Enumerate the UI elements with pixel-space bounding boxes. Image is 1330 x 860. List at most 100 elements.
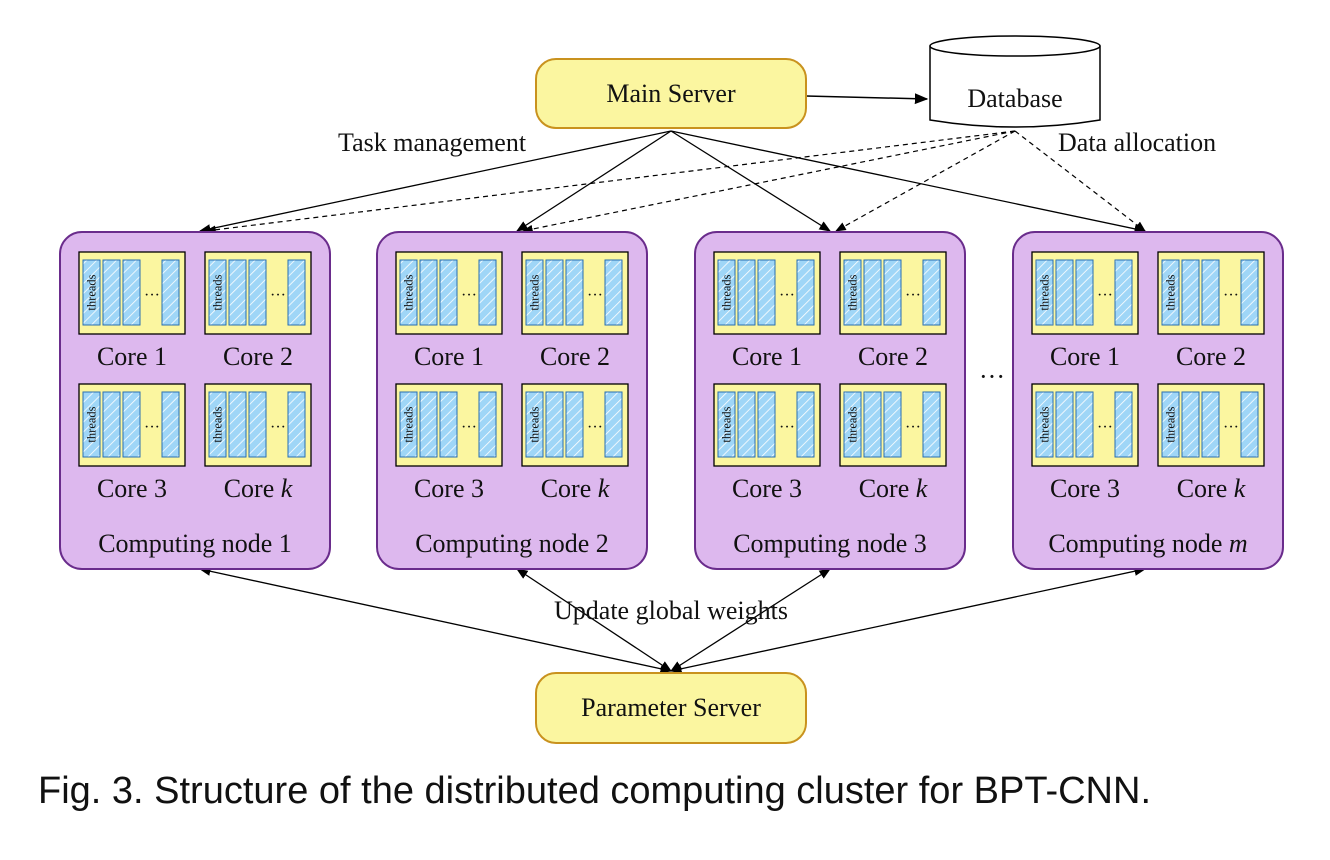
thread-bar [863, 391, 882, 458]
core-label: Core 2 [540, 342, 610, 371]
thread-bar [419, 391, 438, 458]
threads-ellipsis: ··· [1223, 419, 1239, 436]
core-label-text: Core [1177, 474, 1234, 503]
node-label: Computing node 2 [415, 529, 609, 558]
thread-bar [883, 259, 902, 326]
core-2: threads···Core 2 [204, 251, 312, 371]
thread-bar [1161, 259, 1180, 326]
core-4: threads···Core k [839, 383, 947, 503]
thread-bar [1181, 259, 1200, 326]
data-allocation-label: Data allocation [1058, 128, 1216, 157]
threads-label: threads [1038, 274, 1052, 310]
thread-bar [796, 259, 815, 326]
core-label: Core 1 [414, 342, 484, 371]
thread-bar [287, 391, 306, 458]
node-label: Computing node 1 [98, 529, 292, 558]
thread-bar [757, 259, 776, 326]
core-label: Core 3 [1050, 474, 1120, 503]
thread-bar [439, 259, 458, 326]
threads-ellipsis: ··· [905, 287, 921, 304]
data-arrow-1 [204, 130, 1016, 235]
thread-bar [1055, 259, 1074, 326]
thread-bar [439, 391, 458, 458]
core-4: threads···Core k [1157, 383, 1265, 503]
threads-ellipsis: ··· [461, 419, 477, 436]
thread-bar [565, 259, 584, 326]
core-label-text: Core [541, 474, 598, 503]
threads-ellipsis: ··· [144, 287, 160, 304]
thread-bar [922, 391, 941, 458]
core-label: Core 1 [732, 342, 802, 371]
thread-bar [604, 259, 623, 326]
core-label-text: Core 1 [1050, 342, 1120, 371]
thread-bar [82, 391, 101, 458]
core-2: threads ··· Core 2 [839, 251, 947, 371]
core-label: Core 2 [223, 342, 293, 371]
core-1: threads···Core 1 [78, 251, 186, 371]
core-1: threads ··· Core 1 [713, 251, 821, 371]
task-arrow-3 [670, 130, 831, 232]
threads-ellipsis: ··· [461, 287, 477, 304]
thread-bar [248, 259, 267, 326]
thread-bar [1240, 391, 1259, 458]
node-label: Computing node m [1048, 529, 1247, 558]
core-label-text: Core 3 [414, 474, 484, 503]
core-label: Core k [541, 474, 610, 503]
thread-bar [545, 391, 564, 458]
core-1: threads···Core 1 [395, 251, 503, 371]
threads-label: threads [1038, 406, 1052, 442]
main-server: Main Server [535, 58, 807, 129]
core-label-text: Core 1 [732, 342, 802, 371]
core-label-text: Core [224, 474, 281, 503]
thread-bar [102, 259, 121, 326]
data-arrow-4 [1014, 130, 1146, 232]
task-arrow-4 [670, 130, 1147, 234]
thread-bar [796, 391, 815, 458]
threads-ellipsis: ··· [144, 419, 160, 436]
threads-label: threads [528, 274, 542, 310]
node-label: Computing node 3 [733, 529, 927, 558]
thread-bar [478, 259, 497, 326]
thread-bar [1075, 391, 1094, 458]
parameter-server: Parameter Server [535, 672, 807, 744]
threads-label: threads [211, 274, 225, 310]
thread-bar [863, 259, 882, 326]
main-server-label: Main Server [606, 79, 736, 108]
database-label: Database [967, 84, 1062, 113]
thread-bar [737, 391, 756, 458]
core-label: Core 1 [97, 342, 167, 371]
threads-label: threads [402, 406, 416, 442]
core-label-text: Core 2 [1176, 342, 1246, 371]
threads-ellipsis: ··· [1097, 287, 1113, 304]
core-label-text: Core 1 [414, 342, 484, 371]
threads-label: threads [846, 274, 860, 310]
figure-caption: Fig. 3. Structure of the distributed com… [38, 770, 1152, 812]
parameter-server-label: Parameter Server [581, 693, 761, 722]
core-label: Core 3 [97, 474, 167, 503]
thread-bar [248, 391, 267, 458]
core-label-italic: k [1234, 474, 1246, 503]
node-label-text: Computing node [1048, 529, 1229, 558]
thread-bar [1240, 259, 1259, 326]
thread-bar [545, 259, 564, 326]
update-weights-label: Update global weights [554, 596, 788, 625]
core-label-italic: k [598, 474, 610, 503]
thread-bar [82, 259, 101, 326]
threads-label: threads [720, 274, 734, 310]
thread-bar [228, 259, 247, 326]
threads-ellipsis: ··· [779, 287, 795, 304]
threads-ellipsis: ··· [1097, 419, 1113, 436]
node-label-italic: m [1229, 529, 1248, 558]
threads-label: threads [85, 406, 99, 442]
thread-bar [122, 391, 141, 458]
thread-bar [757, 391, 776, 458]
thread-bar [1114, 391, 1133, 458]
threads-ellipsis: ··· [587, 287, 603, 304]
core-label-text: Core 2 [858, 342, 928, 371]
weight-arrow-4 [669, 566, 1147, 674]
threads-ellipsis: ··· [779, 419, 795, 436]
core-2: threads ··· Core 2 [521, 251, 629, 371]
core-4: threads···Core k [521, 383, 629, 503]
